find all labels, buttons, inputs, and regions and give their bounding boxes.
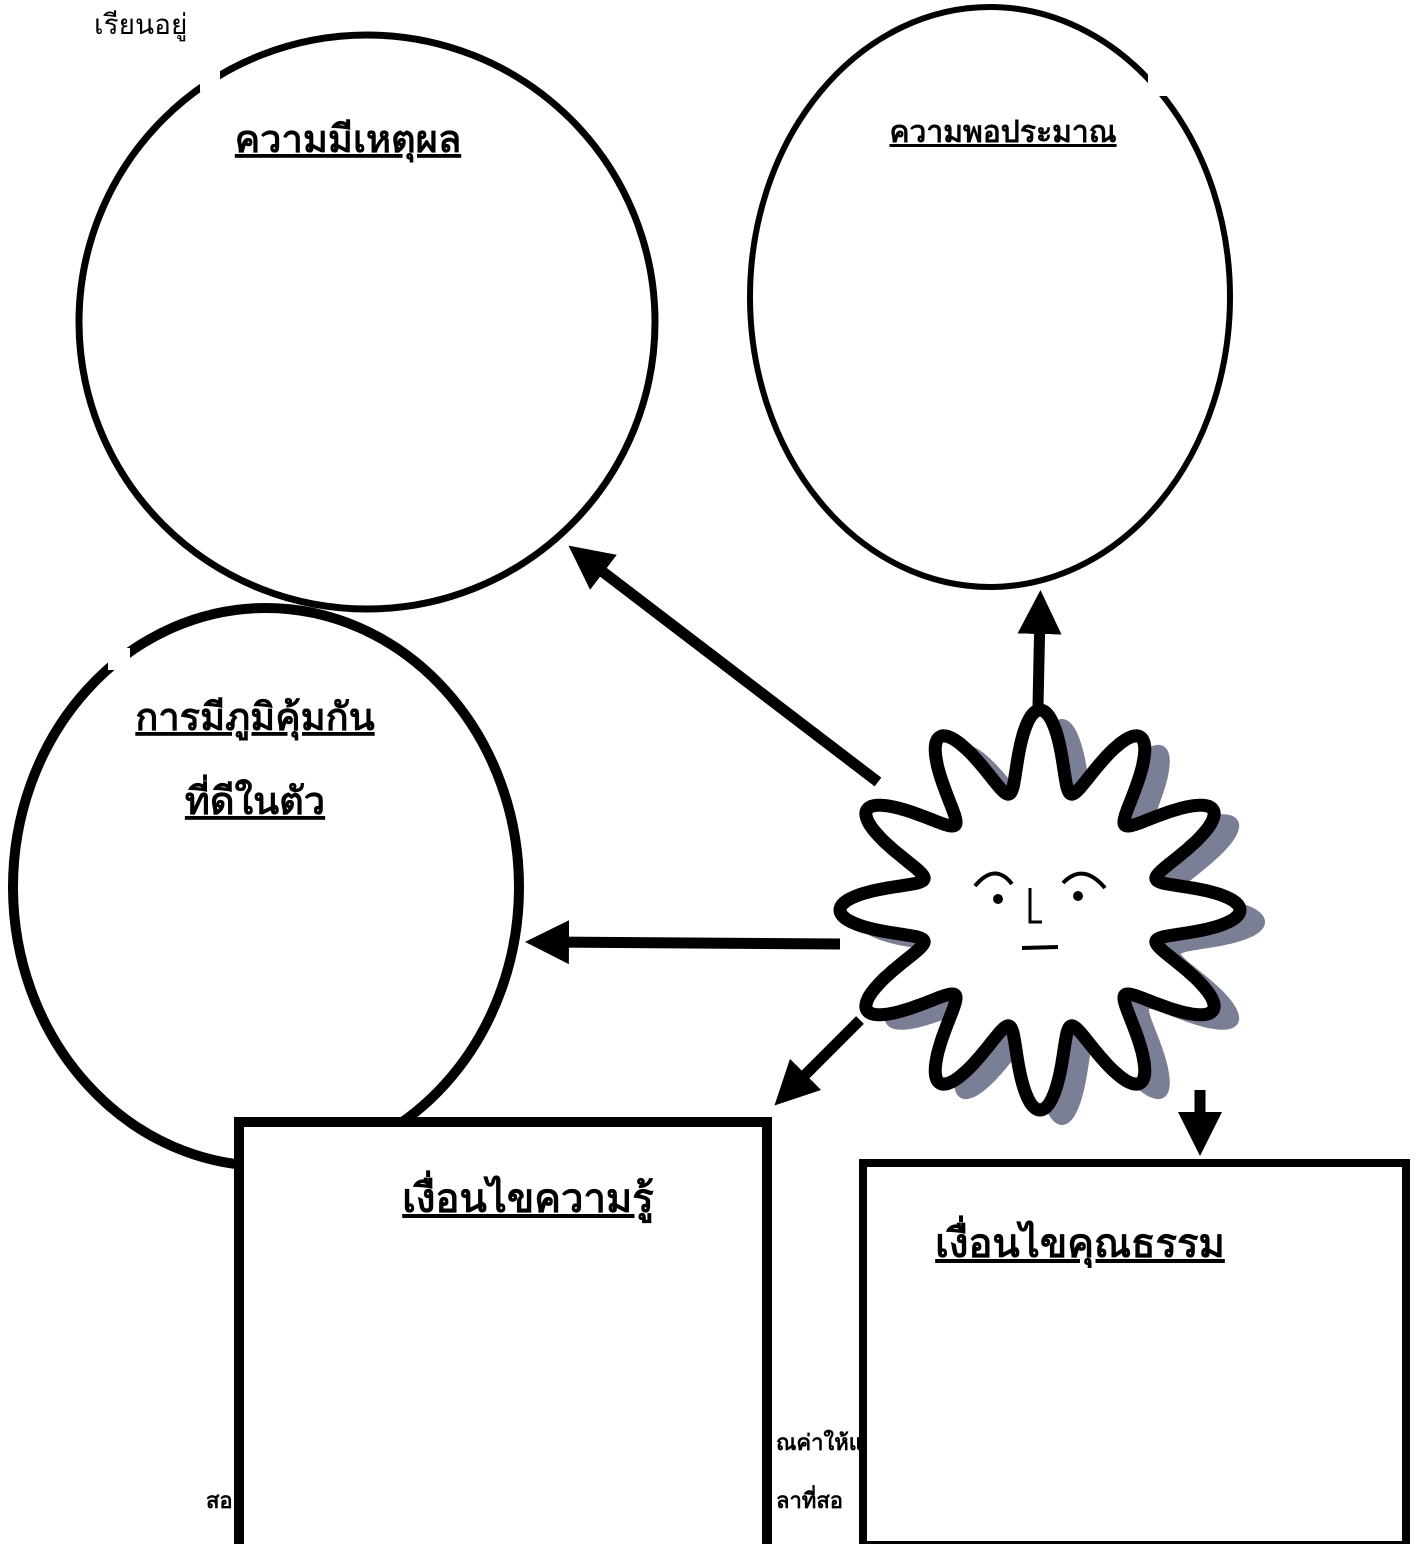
sun-face-icon xyxy=(833,703,1265,1125)
circle-reason: ความมีเหตุผล xyxy=(75,31,659,613)
circle-reason-label: ความมีเหตุผล xyxy=(235,116,461,163)
circle-immunity-label-line1: การมีภูมิคุ้มกัน xyxy=(135,694,374,741)
corner-text: เรียนอยู่ xyxy=(94,8,187,42)
background-fragment-left: สอ xyxy=(206,1488,233,1514)
box-knowledge: เงื่อนไขความรู้ xyxy=(234,1117,772,1544)
arrow-to-reason xyxy=(568,545,882,787)
box-virtue-label: เงื่อนไขคุณธรรม xyxy=(935,1215,1225,1269)
box-virtue: เงื่อนไขคุณธรรม xyxy=(859,1159,1410,1544)
background-fragment-middle-bottom: ลาที่สอ xyxy=(776,1484,843,1514)
circle-moderation: ความพอประมาณ xyxy=(747,4,1233,590)
arrow-to-moderation xyxy=(1017,590,1062,707)
background-fragment-middle-top: ณค่าให้แ xyxy=(776,1429,863,1456)
circle-immunity-label-line2: ที่ดีในตัว xyxy=(185,774,325,823)
circle-moderation-label: ความพอประมาณ xyxy=(889,115,1116,150)
circle-immunity: การมีภูมิคุ้มกัน ที่ดีในตัว xyxy=(8,603,524,1171)
box-knowledge-label: เงื่อนไขความรู้ xyxy=(402,1170,654,1223)
arrow-to-knowledge xyxy=(774,1016,864,1106)
arrow-to-immunity xyxy=(525,920,841,965)
sun-face-features xyxy=(973,871,1107,950)
sun-body-shape xyxy=(833,703,1247,1117)
